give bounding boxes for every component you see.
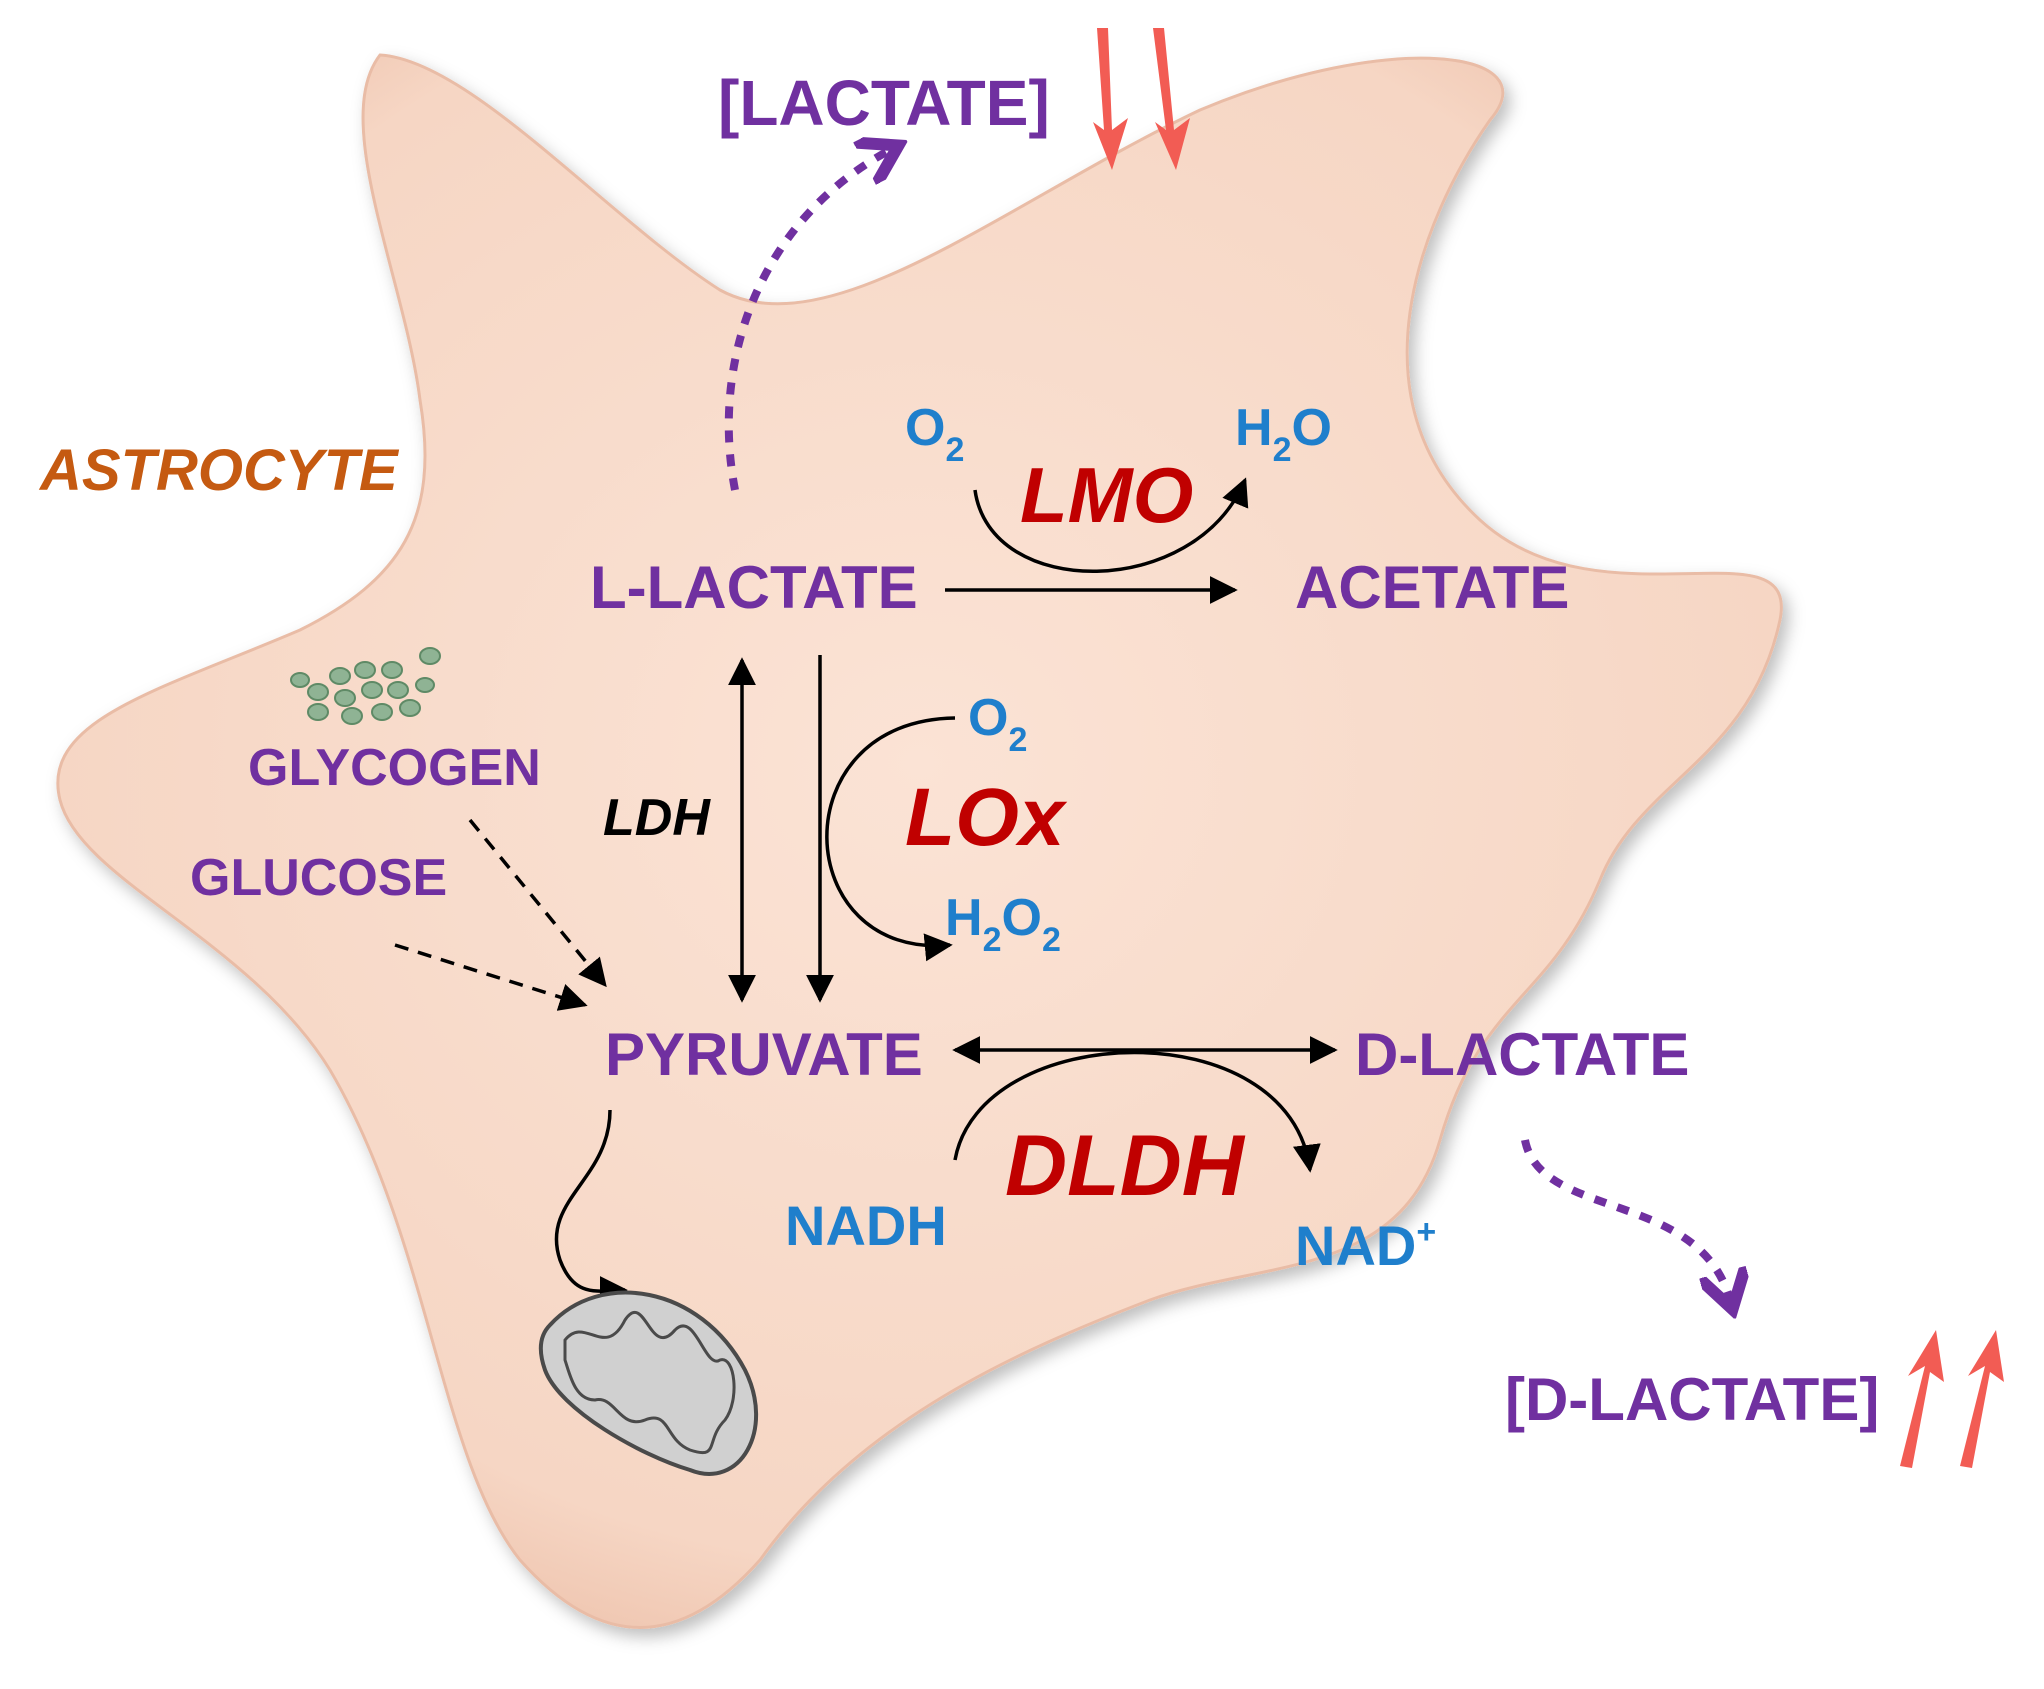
lox-cofactor-arrow	[825, 716, 956, 962]
pyruvate-label: PYRUVATE	[605, 1021, 923, 1088]
astrocyte-cell-body	[56, 53, 1783, 1629]
glycogen-label: GLYCOGEN	[248, 739, 541, 797]
h2o2-lox: H2O2	[945, 889, 1061, 959]
nad-plus: NAD+	[1295, 1213, 1436, 1277]
svg-text:NAD+: NAD+	[1295, 1213, 1436, 1277]
mitochondrion-icon	[538, 1290, 758, 1476]
lmo-cofactor-arrow	[973, 477, 1249, 573]
l-lactate-label: L-LACTATE	[590, 554, 918, 621]
d-lactate-efflux-arrow	[1521, 1139, 1730, 1300]
cell-label: ASTROCYTE	[38, 438, 400, 503]
extracellular-lactate-label: [LACTATE]	[718, 67, 1050, 139]
glycogen-to-pyruvate-arrow	[468, 818, 607, 988]
o2-lox: O2	[968, 689, 1027, 759]
nadh-label: NADH	[785, 1194, 947, 1257]
glucose-to-pyruvate-arrow	[394, 943, 588, 1011]
d-lactate-label: D-LACTATE	[1355, 1021, 1689, 1088]
dldh-enzyme-label: DLDH	[1005, 1118, 1246, 1214]
svg-text:H2O2: H2O2	[945, 889, 1061, 959]
svg-text:H2O: H2O	[1235, 399, 1332, 469]
h2o-lmo: H2O	[1235, 399, 1332, 469]
svg-text:O2: O2	[968, 689, 1027, 759]
up-arrow-icon	[1960, 1330, 2004, 1468]
pyruvate-to-mitochondrion-arrow	[554, 1109, 628, 1305]
acetate-label: ACETATE	[1295, 554, 1569, 621]
svg-text:O2: O2	[905, 399, 964, 469]
down-arrow-icon	[1093, 28, 1128, 170]
up-arrow-icon	[1900, 1330, 1944, 1468]
lmo-enzyme-label: LMO	[1020, 451, 1193, 539]
ldh-enzyme-label: LDH	[603, 789, 711, 847]
down-arrow-icon	[1153, 28, 1190, 170]
dldh-cofactor-arrow	[953, 1050, 1321, 1173]
d-lactate-increase-arrows	[1900, 1330, 2004, 1468]
lox-enzyme-label: LOx	[905, 772, 1068, 863]
lactate-efflux-arrow	[724, 150, 890, 491]
o2-lmo: O2	[905, 399, 964, 469]
lactate-decrease-arrows	[1093, 28, 1190, 170]
glycogen-granules-icon	[290, 647, 441, 725]
extracellular-d-lactate-label: [D-LACTATE]	[1505, 1366, 1879, 1433]
glucose-label: GLUCOSE	[190, 849, 447, 907]
